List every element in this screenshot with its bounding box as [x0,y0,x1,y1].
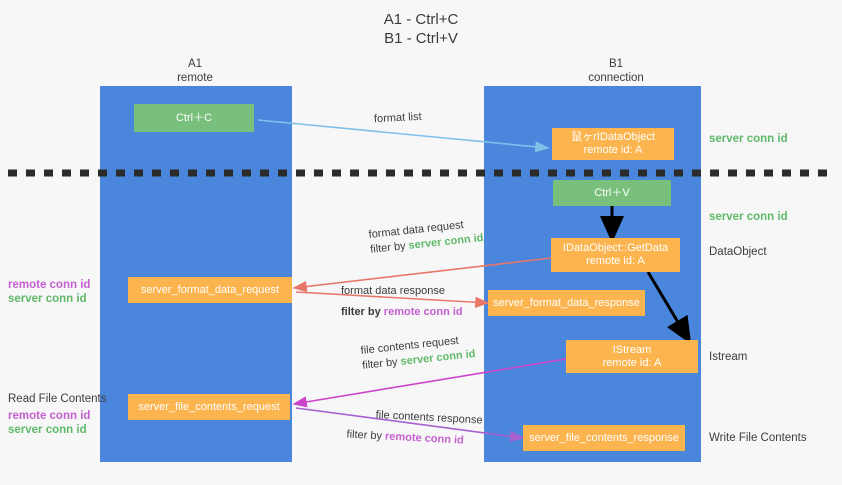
node-server-file-contents-response-label: server_file_contents_response [529,431,679,444]
node-idataobject-getdata-line2: remote id: A [586,255,645,267]
arrow-label-format-data-request: format data request filter by server con… [368,216,484,258]
arrow-label-fdreq-filter-prefix: filter by [369,239,410,256]
left-label-format-conn-ids: remote conn id server conn id [8,278,90,306]
node-ctrl-c[interactable]: Ctrl＋C [134,104,254,132]
arrow-label-format-data-response: format data response filter by remote co… [341,284,463,320]
right-label-istream: Istream [709,351,748,363]
right-label-dataobject: DataObject [709,246,767,258]
arrow-label-format-list-text: format list [373,110,422,126]
arrow-label-fcreq-filter-prefix: filter by [361,355,402,372]
page-title: A1 - Ctrl+C B1 - Ctrl+V [383,11,459,47]
left-label-format-server-conn-id: server conn id [8,293,87,305]
left-label-read-remote-conn-id: remote conn id [8,410,91,422]
left-label-read-file-contents-title: Read File Contents [8,393,107,405]
arrow-label-format-data-response-line1: format data response [341,285,445,297]
column-header-b1-name: B1 [608,58,624,70]
arrow-label-file-contents-response: file contents response filter by remote … [346,408,483,450]
right-label-server-conn-id-mid: server conn id [709,211,788,223]
node-istream[interactable]: IStream remote id: A [566,340,698,373]
column-header-b1-sub: connection [588,71,644,84]
arrow-label-fcresp-filter-prefix: filter by [346,428,386,443]
arrow-label-format-data-response-line2: filter by remote conn id [341,305,463,320]
node-server-file-contents-request[interactable]: server_file_contents_request [128,394,290,420]
node-server-format-data-response-label: server_format_data_response [493,296,640,309]
column-header-a1-name: A1 [187,58,203,70]
left-label-read-file-contents: Read File Contents remote conn id server… [8,392,106,437]
node-idataobject-getdata-line1: IDataObject::GetData [562,242,669,254]
node-istream-line2: remote id: A [602,356,662,369]
node-server-format-data-request[interactable]: server_format_data_request [128,277,292,303]
node-idataobject-top-line1: 鼠ヶrIDataObject [571,131,655,143]
node-ctrl-v-label: Ctrl＋V [594,186,630,199]
arrow-label-file-contents-response-line1: file contents response [375,408,483,427]
right-label-write-file-contents: Write File Contents [709,432,807,444]
left-label-format-remote-conn-id: remote conn id [8,279,91,291]
arrow-label-format-list: format list [374,110,422,127]
left-label-read-server-conn-id: server conn id [8,424,87,436]
node-server-file-contents-response[interactable]: server_file_contents_response [523,425,685,451]
right-label-server-conn-id-top: server conn id [709,133,788,145]
arrow-label-fcresp-filter-value: remote conn id [384,430,465,447]
node-idataobject-top-line2: remote id: A [583,144,643,156]
arrow-label-file-contents-response-line2: filter by remote conn id [346,428,482,450]
node-server-format-data-response[interactable]: server_format_data_response [488,290,645,316]
node-server-format-data-request-label: server_format_data_request [140,283,280,296]
arrow-label-fdresp-filter-prefix: filter by [341,306,384,318]
column-header-a1: A1 remote [105,58,285,85]
column-header-b1: B1 connection [526,58,706,85]
node-server-file-contents-request-label: server_file_contents_request [138,400,280,413]
node-ctrl-c-label: Ctrl＋C [175,111,213,124]
node-ctrl-v[interactable]: Ctrl＋V [553,180,671,206]
node-idataobject-getdata[interactable]: IDataObject::GetData remote id: A [551,238,680,272]
node-idataobject-top[interactable]: 鼠ヶrIDataObject remote id: A [552,128,674,160]
arrow-label-file-contents-request: file contents request filter by server c… [360,332,476,374]
arrow-label-fdresp-filter-value: remote conn id [383,306,463,318]
node-istream-line1: IStream [612,343,652,356]
column-header-a1-sub: remote [177,71,213,84]
